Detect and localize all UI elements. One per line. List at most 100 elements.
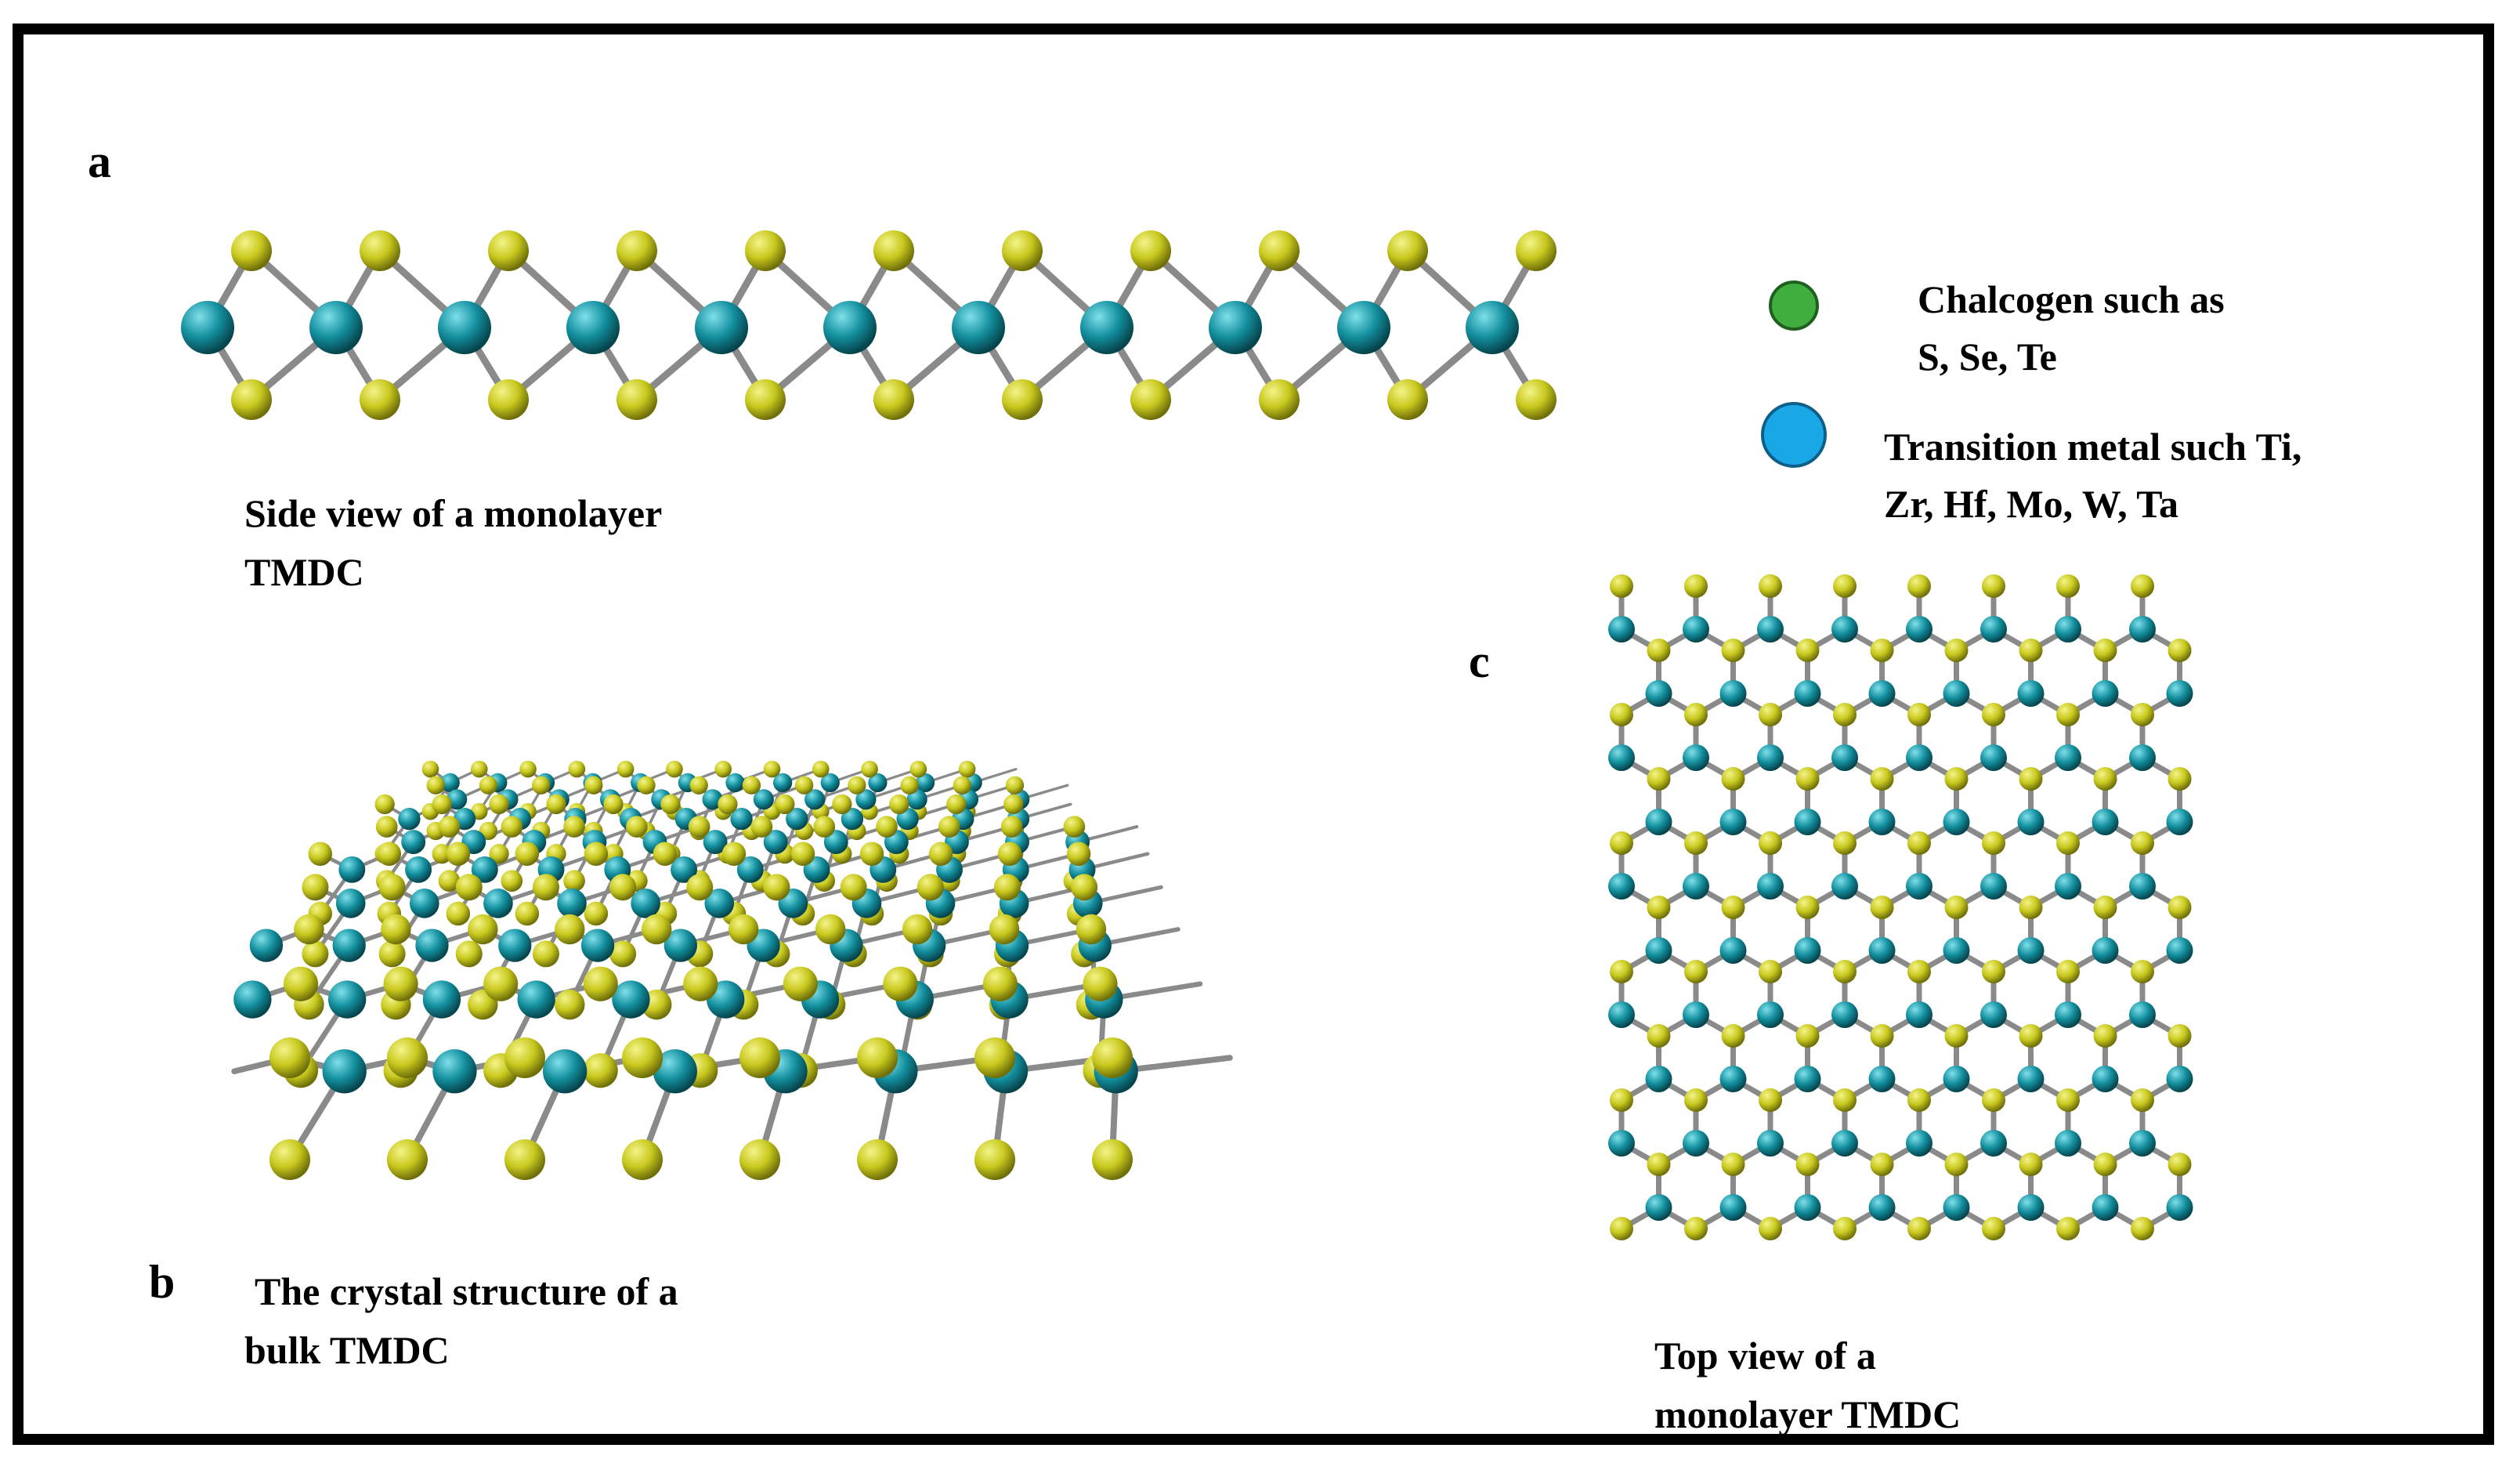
- metal-atom: [2166, 1194, 2193, 1221]
- metal-atom: [1645, 937, 1672, 964]
- chalcogen-atom: [1833, 1088, 1857, 1112]
- chalcogen-atom: [790, 842, 815, 866]
- chalcogen-atom: [1076, 914, 1107, 945]
- metal-atom: [438, 301, 491, 354]
- metal-atom: [763, 830, 788, 854]
- metal-atom: [1757, 744, 1784, 771]
- metal-atom: [1943, 1066, 1970, 1092]
- chalcogen-atom: [1833, 1217, 1857, 1240]
- chalcogen-atom: [294, 914, 324, 945]
- metal-atom: [1645, 1194, 1672, 1221]
- metal-atom: [1683, 1130, 1709, 1157]
- chalcogen-atom: [446, 842, 471, 866]
- chalcogen-atom: [938, 816, 960, 838]
- metal-atom: [1757, 1001, 1784, 1028]
- metal-atom: [773, 773, 793, 793]
- metal-atom: [401, 830, 426, 854]
- chalcogen-atom: [2056, 574, 2080, 598]
- chalcogen-atom: [1610, 703, 1633, 726]
- metal-atom: [2017, 809, 2045, 835]
- metal-atom: [338, 856, 366, 883]
- chalcogen-atom: [2056, 1217, 2080, 1240]
- metal-atom: [823, 301, 877, 354]
- metal-atom: [471, 856, 498, 883]
- chalcogen-atom: [763, 760, 781, 778]
- panel-a-caption-line1: Side view of a monolayer: [244, 491, 663, 535]
- panel-c-caption-line1: Top view of a: [1654, 1334, 1876, 1377]
- metal-atom: [1980, 873, 2007, 900]
- metal-atom: [612, 980, 650, 1019]
- side-view-diagram: [181, 230, 1556, 420]
- chalcogen-atom: [519, 760, 537, 778]
- metal-atom: [855, 789, 877, 810]
- chalcogen-atom: [1870, 1153, 1894, 1176]
- chalcogen-atom: [857, 1139, 898, 1180]
- chalcogen-atom: [1907, 831, 1931, 855]
- metal-atom: [671, 856, 697, 883]
- chalcogen-atom: [531, 776, 551, 795]
- metal-atom: [1943, 680, 1970, 707]
- chalcogen-atom: [2167, 639, 2192, 662]
- metal-atom: [1683, 1001, 1709, 1028]
- chalcogen-atom: [832, 794, 852, 815]
- metal-atom: [1906, 1001, 1932, 1028]
- metal-atom: [1683, 616, 1709, 643]
- metal-atom: [663, 929, 697, 962]
- chalcogen-atom: [563, 870, 585, 892]
- chalcogen-atom: [1066, 842, 1091, 866]
- chalcogen-atom: [438, 816, 461, 838]
- metal-atom: [335, 889, 366, 918]
- chalcogen-atom: [626, 816, 648, 838]
- metal-atom: [517, 980, 555, 1019]
- chalcogen-atom: [483, 966, 519, 1001]
- metal-atom: [2055, 873, 2081, 900]
- chalcogen-atom: [974, 1037, 1015, 1078]
- metal-atom: [309, 301, 363, 354]
- chalcogen-atom: [721, 842, 747, 866]
- chalcogen-atom: [1721, 639, 1745, 662]
- chalcogen-atom: [1870, 1024, 1894, 1048]
- metal-atom: [1645, 809, 1672, 835]
- chalcogen-atom: [2167, 767, 2192, 791]
- metal-atom: [1868, 809, 1896, 835]
- metal-atom: [653, 1049, 697, 1094]
- chalcogen-atom: [728, 914, 759, 945]
- chalcogen-atom: [1982, 831, 2005, 855]
- chalcogen-atom: [883, 966, 918, 1001]
- chalcogen-atom: [1795, 1024, 1820, 1048]
- chalcogen-atom: [1684, 703, 1708, 726]
- chalcogen-atom: [501, 870, 523, 892]
- chalcogen-atom: [374, 794, 395, 815]
- metal-atom: [2017, 1066, 2045, 1092]
- chalcogen-atom: [616, 379, 657, 420]
- chalcogen-atom: [378, 874, 406, 901]
- chalcogen-atom: [1684, 960, 1708, 983]
- chalcogen-atom: [917, 874, 944, 901]
- metal-legend-line2: Zr, Hf, Mo, W, Ta: [1884, 482, 2179, 526]
- chalcogen-atom: [1944, 896, 1969, 919]
- metal-atom: [1645, 680, 1672, 707]
- chalcogen-atom: [1516, 379, 1556, 420]
- metal-atom: [249, 929, 284, 962]
- chalcogen-atom: [2056, 960, 2080, 983]
- chalcogen-atom: [2019, 1024, 2043, 1048]
- chalcogen-atom: [2093, 639, 2117, 662]
- chalcogen-atom: [1982, 960, 2005, 983]
- chalcogen-atom: [377, 842, 402, 866]
- metal-atom: [181, 301, 234, 354]
- chalcogen-atom: [1870, 767, 1894, 791]
- chalcogen-atom: [745, 230, 786, 271]
- chalcogen-atom: [1005, 776, 1025, 795]
- chalcogen-atom: [2093, 1153, 2117, 1176]
- chalcogen-atom: [583, 966, 618, 1001]
- metal-atom: [1719, 1194, 1747, 1221]
- chalcogen-atom: [231, 379, 272, 420]
- chalcogen-atom: [1610, 1088, 1633, 1112]
- metal-atom: [1080, 301, 1133, 354]
- chalcogen-atom: [1647, 767, 1671, 791]
- chalcogen-atom: [1387, 230, 1428, 271]
- metal-atom: [1794, 809, 1821, 835]
- chalcogen-atom: [889, 794, 909, 815]
- metal-atom: [2055, 616, 2081, 643]
- chalcogen-atom: [686, 874, 714, 901]
